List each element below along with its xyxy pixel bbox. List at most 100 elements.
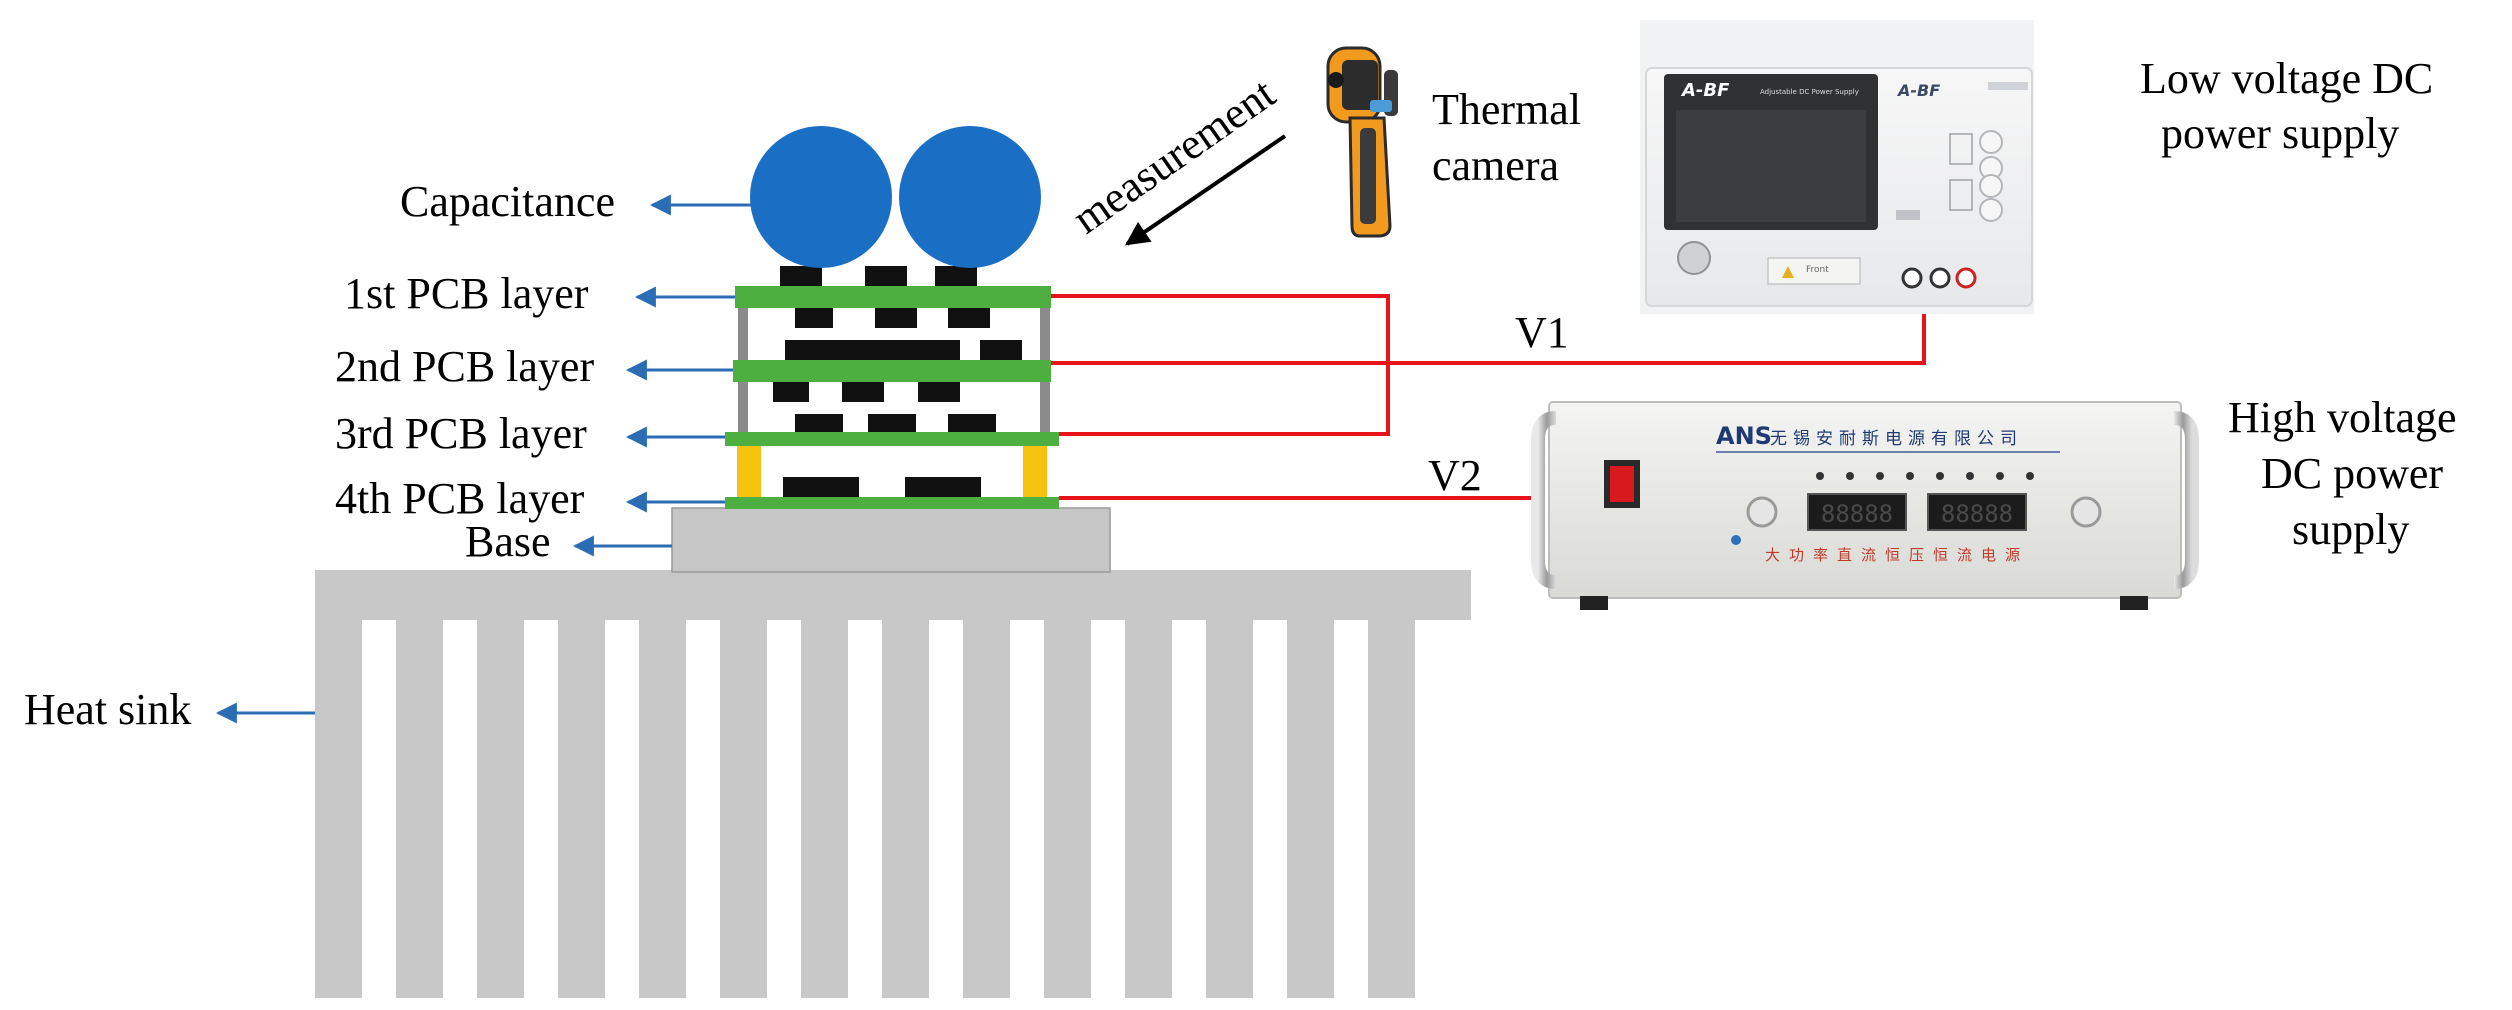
label-low-voltage-line2: power supply <box>2161 109 2399 158</box>
label-pcb-layer-2: 2nd PCB layer <box>335 342 594 391</box>
pcb-layer-2 <box>733 360 1051 382</box>
hv-led <box>1876 472 1884 480</box>
capacitor-right <box>899 126 1041 268</box>
base-block <box>671 507 1111 573</box>
hv-led <box>2026 472 2034 480</box>
component-block <box>948 308 990 328</box>
heat-sink-fin <box>396 570 443 998</box>
hv-led-row <box>1816 472 2034 480</box>
hv-brand: ANS <box>1716 422 1772 450</box>
hv-display-right <box>1927 493 2027 531</box>
lv-model-plate <box>1988 82 2028 90</box>
component-block <box>918 382 960 402</box>
standoffs <box>737 306 1050 500</box>
hv-led <box>1816 472 1824 480</box>
component-block <box>795 414 843 432</box>
component-block <box>935 266 977 286</box>
component-block <box>865 266 907 286</box>
lv-brand-on-screen: A-BF <box>1680 80 1730 101</box>
hv-display-left-digits: 88888 <box>1821 500 1893 528</box>
standoff-left-lower <box>737 444 761 500</box>
wire-v1 <box>1051 303 1926 365</box>
component-block <box>868 414 916 432</box>
heat-sink-fins <box>315 570 1415 998</box>
label-pcb-layer-3: 3rd PCB layer <box>335 409 587 458</box>
heat-sink <box>315 570 1471 998</box>
hv-led <box>1966 472 1974 480</box>
lv-screen <box>1676 110 1866 222</box>
label-pcb-layer-1: 1st PCB layer <box>344 269 589 318</box>
lv-terminal-2 <box>1929 267 1951 289</box>
high-voltage-power-supply: ANS 无锡安耐斯电源有限公司 88888 88888 大功率直流恒压恒流电源 <box>1531 401 2199 610</box>
lv-warning-icon <box>1782 266 1794 278</box>
heat-sink-fin <box>558 570 605 998</box>
pcb-components <box>773 266 1022 497</box>
lv-power-button <box>1677 241 1711 275</box>
hv-foot-right <box>2120 596 2148 610</box>
heat-sink-fin <box>639 570 686 998</box>
lv-knob-1 <box>1979 130 2003 154</box>
hv-handle-right <box>2173 411 2199 589</box>
component-block <box>783 477 859 497</box>
pcb-layer-4 <box>725 497 1059 509</box>
lv-brand-panel: A-BF <box>1896 81 1940 100</box>
label-heat-sink: Heat sink <box>24 685 191 734</box>
hv-led <box>1936 472 1944 480</box>
hv-display-left <box>1807 493 1907 531</box>
heat-sink-fin <box>882 570 929 998</box>
hv-company-name: 无锡安耐斯电源有限公司 <box>1770 429 2023 449</box>
component-block <box>780 266 822 286</box>
component-block <box>842 382 884 402</box>
pcb-stack <box>725 286 1059 509</box>
wiring <box>1051 294 1926 500</box>
label-thermal-camera-line2: camera <box>1432 141 1559 190</box>
lv-terminal-3 <box>1955 267 1977 289</box>
hv-handle-left <box>1531 411 1557 589</box>
measurement-arrow <box>1125 134 1287 246</box>
hv-display-right-digits: 88888 <box>1941 500 2013 528</box>
standoff-right-lower <box>1023 444 1047 500</box>
heat-sink-fin <box>1044 570 1091 998</box>
label-high-voltage-line3: supply <box>2292 505 2409 554</box>
label-high-voltage-line2: DC power <box>2261 449 2443 498</box>
pcb-layer-1 <box>735 286 1051 308</box>
lv-subtitle: Adjustable DC Power Supply <box>1760 88 1859 96</box>
component-block <box>795 308 833 328</box>
hv-power-switch <box>1610 466 1634 502</box>
lv-small-label <box>1896 210 1920 220</box>
lv-front-label: Front <box>1806 265 1829 275</box>
lv-bracket-top <box>1949 133 1973 165</box>
heat-sink-fin <box>720 570 767 998</box>
v1-label: V1 <box>1515 308 1569 357</box>
hv-knob-right <box>2070 496 2102 528</box>
hv-foot-left <box>1580 596 1608 610</box>
component-block <box>905 477 981 497</box>
component-block <box>785 340 960 360</box>
label-base: Base <box>465 517 551 566</box>
label-pcb-layer-4: 4th PCB layer <box>335 474 585 523</box>
component-block <box>948 414 996 432</box>
component-block <box>875 308 917 328</box>
label-capacitance: Capacitance <box>400 177 615 226</box>
hv-panel-text: 大功率直流恒压恒流电源 <box>1765 546 2029 564</box>
lv-knob-4 <box>1979 198 2003 222</box>
component-block <box>773 382 809 402</box>
lv-terminal-1 <box>1901 267 1923 289</box>
label-measurement: measurement <box>1064 69 1284 244</box>
lv-knob-3 <box>1979 174 2003 198</box>
label-low-voltage-line1: Low voltage DC <box>2140 54 2433 103</box>
lv-bracket-bottom <box>1949 179 1973 211</box>
heat-sink-fin <box>1287 570 1334 998</box>
heat-sink-fin <box>963 570 1010 998</box>
pcb-layer-3 <box>725 432 1059 446</box>
heat-sink-fin <box>1125 570 1172 998</box>
label-high-voltage-line1: High voltage <box>2228 393 2457 442</box>
heat-sink-fin <box>801 570 848 998</box>
hv-knob-left <box>1746 496 1778 528</box>
lv-front-label-plate <box>1767 257 1861 285</box>
capacitor-left <box>750 126 892 268</box>
hv-led <box>1846 472 1854 480</box>
component-block <box>980 340 1022 360</box>
low-voltage-power-supply: A-BF Adjustable DC Power Supply A-BF Fro… <box>1640 20 2034 314</box>
thermal-camera-icon <box>1326 46 1398 238</box>
